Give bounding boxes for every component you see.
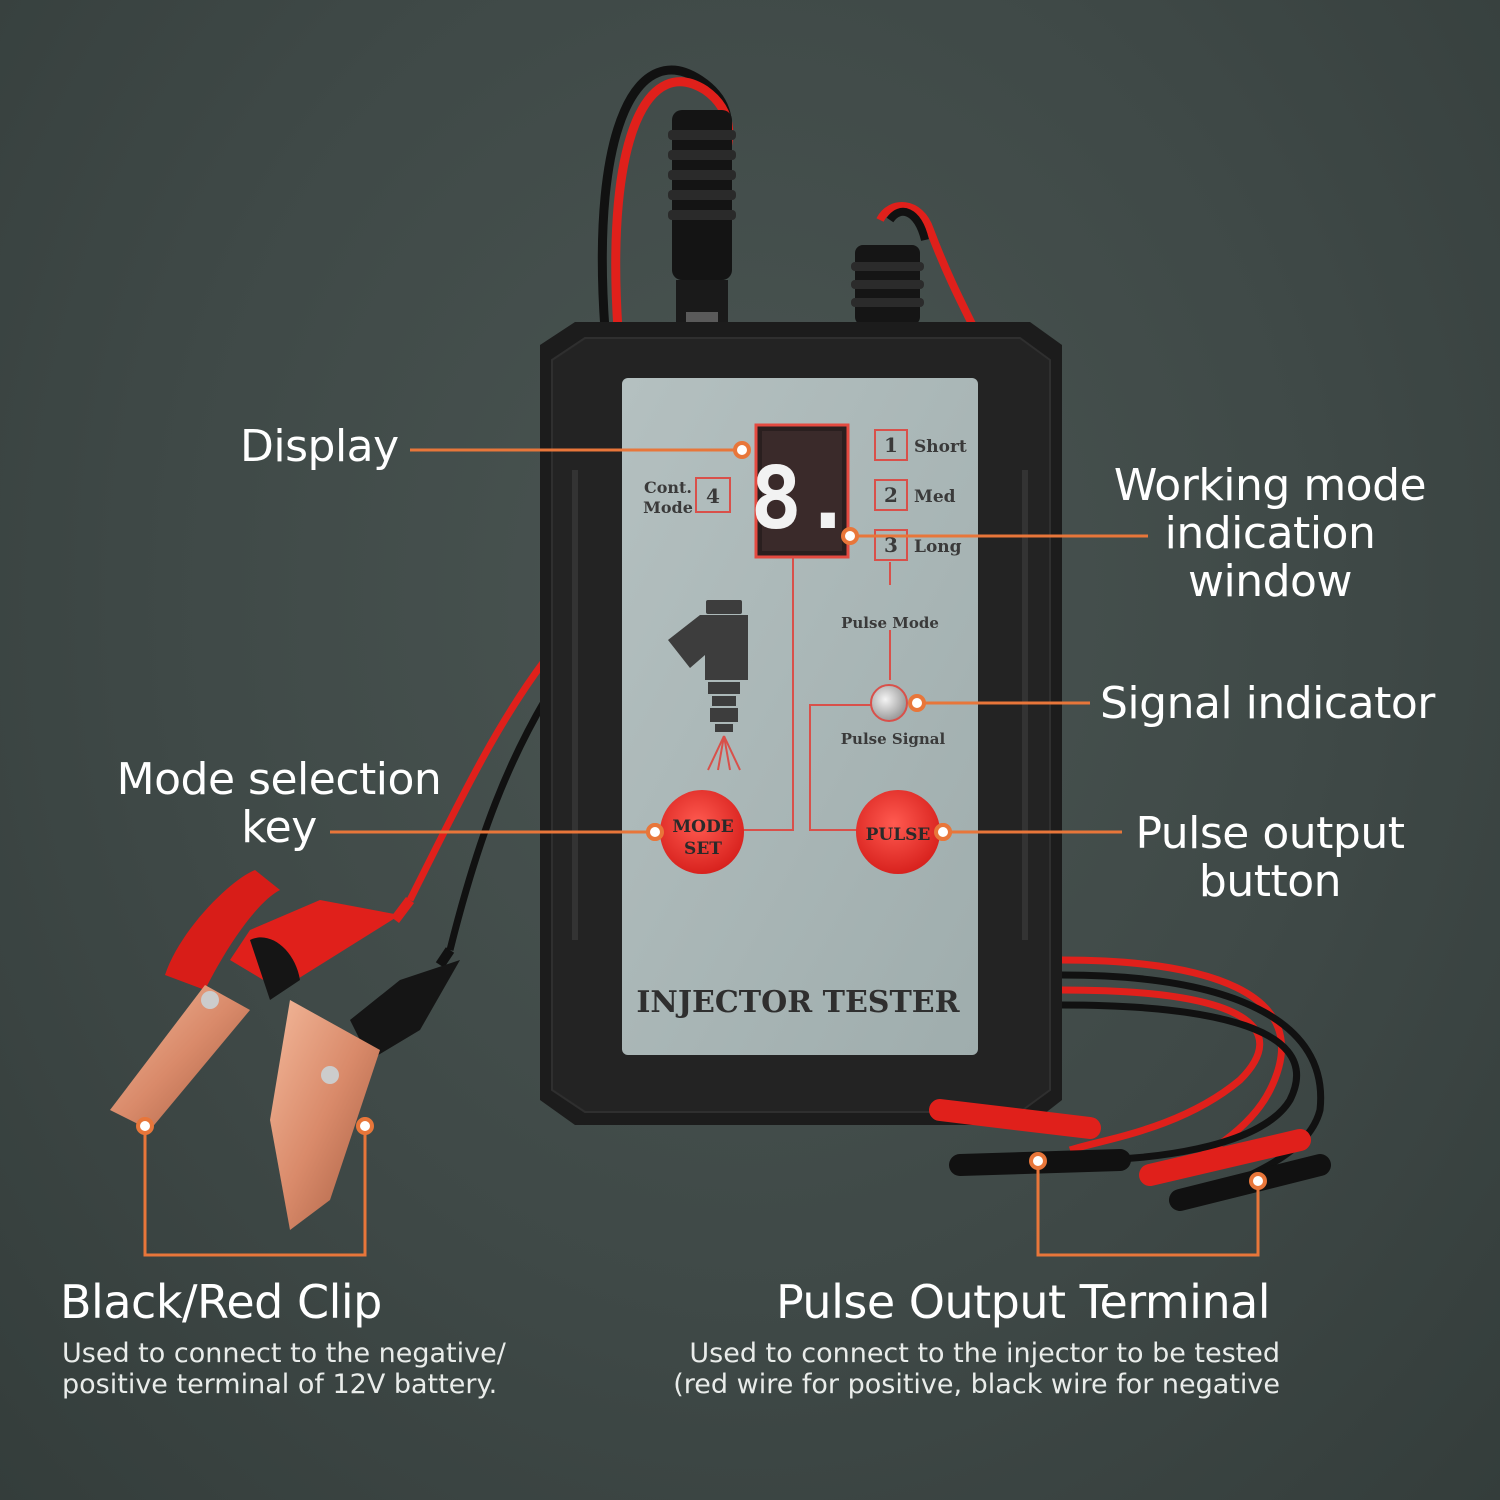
clip-description: Used to connect to the negative/ positiv… (62, 1338, 506, 1400)
callout-working-mode-line3: window (1188, 556, 1352, 607)
terminal-title: Pulse Output Terminal (776, 1275, 1271, 1329)
cont-mode-label-2: Mode (643, 498, 693, 517)
mode-1-label: Short (914, 437, 967, 457)
mode-1-number: 1 (884, 433, 898, 457)
mode-3-label: Long (914, 537, 962, 557)
callout-working-mode: Working mode indication window (1100, 462, 1440, 606)
cont-mode-number: 4 (706, 484, 720, 508)
callout-signal-indicator: Signal indicator (1100, 678, 1435, 729)
callout-pulse-output-button: Pulse output button (1130, 810, 1410, 906)
clip-description-line1: Used to connect to the negative/ (62, 1338, 506, 1369)
mode-set-label-1: MODE (672, 817, 733, 837)
pulse-mode-label: Pulse Mode (841, 614, 939, 632)
callout-mode-selection-line1: Mode selection (116, 754, 442, 805)
callout-pulse-output-button-line1: Pulse output (1135, 808, 1405, 859)
callout-working-mode-line1: Working mode (1113, 460, 1427, 511)
power-cable (597, 65, 736, 331)
clip-wires (406, 657, 549, 951)
callout-working-mode-line2: indication (1164, 508, 1376, 559)
product-name: INJECTOR TESTER (636, 985, 960, 1020)
mode-2-number: 2 (884, 483, 898, 507)
display-digit: 8. (750, 449, 854, 549)
terminal-description-line1: Used to connect to the injector to be te… (689, 1338, 1280, 1369)
seven-segment-display (754, 423, 850, 559)
black-alligator-clip (250, 937, 460, 1230)
callout-pulse-output-button-line2: button (1198, 856, 1342, 907)
front-panel (622, 378, 978, 1055)
fuel-injector-icon (668, 600, 748, 771)
mode-3-number: 3 (884, 533, 898, 557)
callout-mode-selection: Mode selection key (108, 756, 450, 852)
clip-description-line2: positive terminal of 12V battery. (62, 1369, 498, 1400)
cont-mode-label-1: Cont. (644, 478, 692, 497)
pulse-signal-label: Pulse Signal (841, 730, 946, 748)
callout-mode-selection-line2: key (241, 802, 317, 853)
signal-indicator-led (870, 684, 908, 722)
callout-lines (143, 448, 1260, 1257)
clip-title: Black/Red Clip (60, 1275, 382, 1329)
terminal-description-line2: (red wire for positive, black wire for n… (673, 1369, 1280, 1400)
mode-set-label-2: SET (684, 839, 722, 859)
callout-display: Display (240, 421, 399, 472)
output-cable-top (851, 202, 979, 332)
pulse-button[interactable] (856, 790, 940, 874)
terminal-description: Used to connect to the injector to be te… (610, 1338, 1280, 1400)
mode-set-button[interactable] (660, 790, 744, 874)
panel-lines (695, 429, 908, 831)
mode-2-label: Med (914, 487, 956, 507)
pulse-button-label: PULSE (866, 825, 931, 845)
